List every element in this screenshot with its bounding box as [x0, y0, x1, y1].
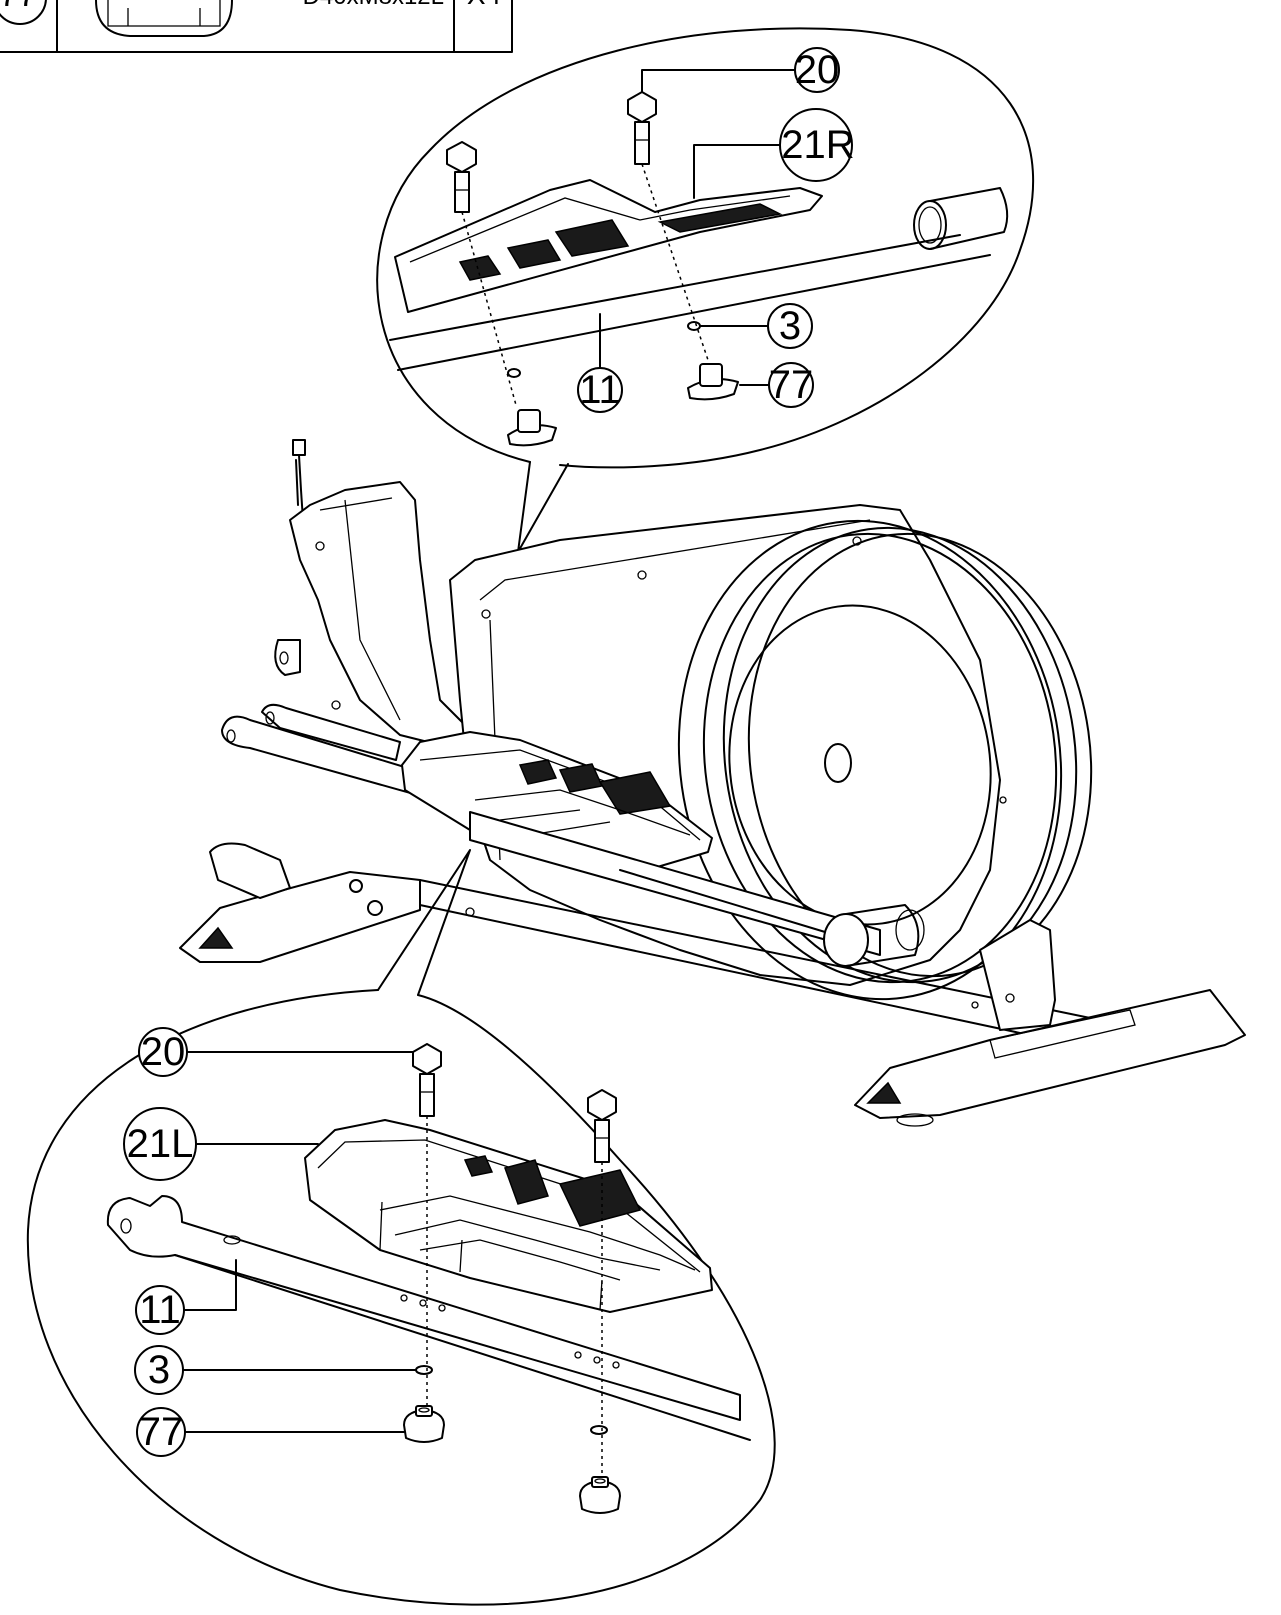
callout-bottom-77-circle: [136, 1407, 186, 1457]
callout-bottom-11-circle: [135, 1285, 185, 1335]
table-spec: D40xM8x12L: [303, 0, 444, 10]
callout-top-3: 3: [779, 304, 801, 348]
callout-bottom-20: 20: [141, 1030, 186, 1074]
bottom-knob-left: [403, 1405, 445, 1443]
callout-top-20-circle: [794, 47, 840, 93]
table-part-number: 77: [0, 0, 37, 14]
table-qty: X4: [467, 0, 501, 10]
callout-top-77: 77: [769, 363, 814, 407]
table-part-circle: [0, 0, 47, 25]
callout-bottom-3-circle: [134, 1345, 184, 1395]
callout-bottom-20-circle: [138, 1027, 188, 1077]
callout-top-11-circle: [577, 367, 623, 413]
top-knob-right: [687, 363, 739, 401]
callout-top-21R: 21R: [781, 123, 854, 167]
top-bolt-right: [627, 91, 657, 165]
callout-bottom-21L-circle: [123, 1107, 197, 1181]
callout-top-3-circle: [767, 303, 813, 349]
callout-top-11: 11: [579, 368, 621, 412]
top-detail-bubble: 20 21R 3 11 77: [376, 27, 1035, 553]
bottom-detail-bubble: 20 21L 11 3 77: [26, 849, 776, 1606]
bottom-knob-right: [579, 1476, 621, 1514]
callout-top-77-circle: [768, 362, 814, 408]
bottom-bolt-left: [412, 1043, 442, 1117]
table-part-icon: [95, 0, 233, 37]
callout-top-21R-circle: [779, 108, 853, 182]
bottom-bolt-right: [587, 1089, 617, 1163]
callout-bottom-21L: 21L: [127, 1122, 194, 1166]
callout-bottom-77: 77: [139, 1410, 184, 1454]
callout-bottom-3: 3: [148, 1348, 170, 1392]
callout-top-20: 20: [795, 48, 840, 92]
elliptical-machine: [179, 439, 1246, 1127]
top-knob-left: [507, 409, 557, 447]
callout-bottom-11: 11: [139, 1288, 181, 1332]
top-bolt-left: [446, 141, 477, 213]
parts-table: 77 D40xM8x12L X4: [0, 0, 513, 53]
